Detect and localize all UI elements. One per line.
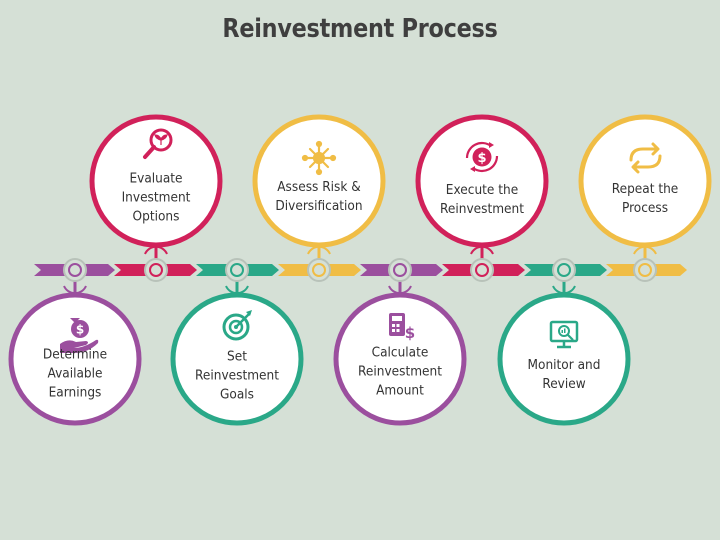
step-label-monitor: Monitor and Review [527,357,601,392]
step-label-assess-risk: Assess Risk & Diversification [275,179,363,214]
step-label-determine-earnings: Determine Available Earnings [42,346,108,401]
target-arrow-icon [222,310,252,341]
step-label-execute: Execute the Reinvestment [439,182,524,217]
monitor-chart-icon [549,320,579,349]
step-label-evaluate-options: Evaluate Investment Options [121,170,191,225]
step-node [333,258,467,426]
svg-text:$: $ [405,324,415,342]
step-label-calculate-amount: Calculate Reinvestment Amount [357,344,442,399]
calculator-dollar-icon: $ [389,313,415,342]
step-node [8,258,142,426]
timeline-band [34,264,687,276]
step-node [578,114,712,282]
repeat-arrows-icon [629,142,662,174]
svg-text:$: $ [477,151,486,166]
step-node [252,114,386,282]
page-title: Reinvestment Process [222,14,498,44]
magnifier-plant-icon [143,128,173,159]
step-node [497,258,631,426]
step-node [415,114,549,282]
step-node [170,258,304,426]
dollar-cycle-icon: $ [465,141,499,173]
svg-text:$: $ [76,323,84,337]
step-label-set-goals: Set Reinvestment Goals [194,348,279,403]
step-label-repeat: Repeat the Process [611,181,679,216]
network-burst-icon [301,140,337,176]
money-bag-hand-icon: $ [60,318,99,353]
step-node [89,114,223,282]
